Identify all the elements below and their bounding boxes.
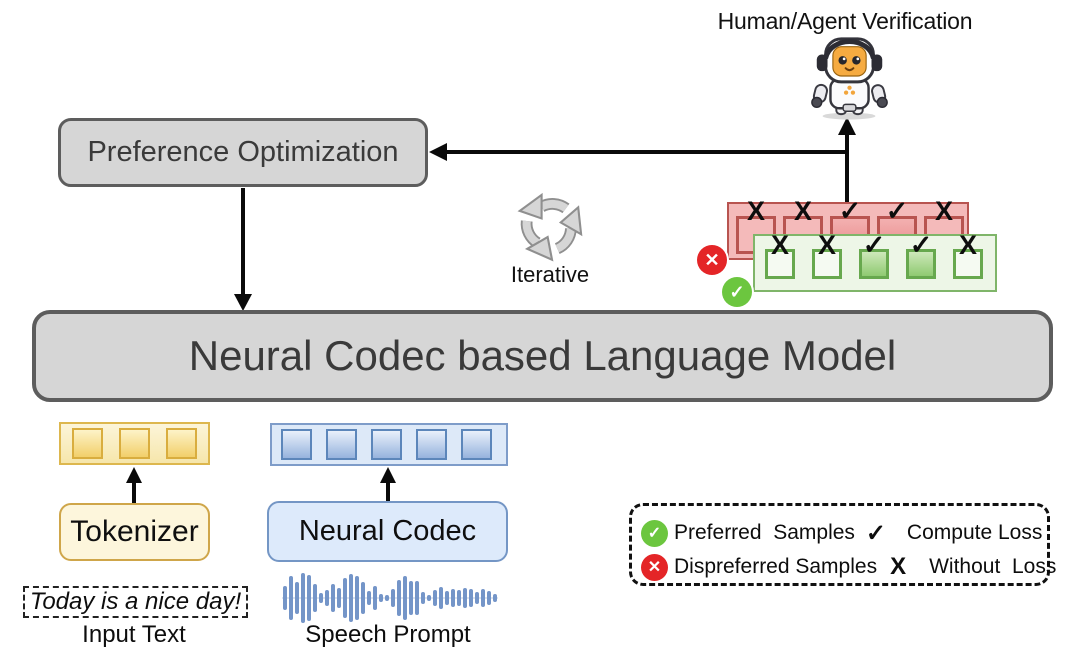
- language-model-box: Neural Codec based Language Model: [32, 310, 1053, 402]
- loss-mark: ✓: [862, 230, 886, 260]
- loss-mark: X: [817, 230, 836, 260]
- preference-optimization-label: Preference Optimization: [87, 136, 399, 168]
- neural-codec-label: Neural Codec: [298, 515, 477, 547]
- loss-mark: X: [746, 196, 765, 226]
- green-token: [765, 249, 795, 279]
- speech-token: [326, 429, 357, 460]
- legend-mark-label: Compute Loss: [906, 521, 1043, 544]
- iterative-label: Iterative: [510, 262, 590, 287]
- check-mark-icon: ✓: [865, 519, 886, 547]
- tokenizer-box: Tokenizer: [59, 503, 210, 561]
- iterative-cycle-icon: [506, 184, 594, 268]
- green-check-circle-icon: ✓: [641, 519, 668, 547]
- legend-label: Dispreferred Samples: [674, 555, 878, 578]
- green-token: [953, 249, 983, 279]
- legend-label: Preferred Samples: [674, 521, 855, 544]
- red-cross-circle-icon: ✕: [697, 245, 727, 275]
- verification-title: Human/Agent Verification: [717, 8, 973, 34]
- input-text-caption: Input Text: [82, 621, 186, 648]
- green-token-loss: [859, 249, 889, 279]
- text-token: [166, 428, 197, 459]
- speech-token: [371, 429, 402, 460]
- preferred-sample-strip: X X ✓ ✓ X: [753, 230, 997, 292]
- text-token-strip: [59, 422, 210, 465]
- text-token: [72, 428, 103, 459]
- speech-token: [461, 429, 492, 460]
- red-cross-circle-icon: ✕: [641, 553, 668, 581]
- speech-waveform-icon: [282, 572, 500, 624]
- green-token: [812, 249, 842, 279]
- loss-mark: ✓: [909, 230, 933, 260]
- loss-mark: ✓: [838, 196, 862, 226]
- input-text-value: Today is a nice day!: [29, 588, 242, 615]
- speech-token: [281, 429, 312, 460]
- cross-mark-icon: X: [890, 553, 907, 580]
- tokenizer-label: Tokenizer: [70, 515, 199, 548]
- loss-mark: X: [934, 196, 953, 226]
- speech-prompt-caption: Speech Prompt: [305, 621, 471, 648]
- loss-mark: X: [770, 230, 789, 260]
- legend-row-dispreferred: ✕ Dispreferred Samples X Without Loss: [641, 553, 1056, 581]
- neural-codec-box: Neural Codec: [267, 501, 508, 562]
- input-text-box: Today is a nice day!: [23, 586, 248, 618]
- legend-box: ✓ Preferred Samples ✓ Compute Loss ✕ Dis…: [629, 503, 1056, 586]
- preference-optimization-box: Preference Optimization: [58, 118, 428, 187]
- loss-mark: X: [958, 230, 977, 260]
- robot-astronaut-icon: [801, 34, 899, 120]
- language-model-label: Neural Codec based Language Model: [188, 332, 897, 379]
- loss-mark: X: [793, 196, 812, 226]
- green-token-loss: [906, 249, 936, 279]
- text-token: [119, 428, 150, 459]
- legend-mark-label: Without Loss: [929, 555, 1057, 578]
- green-check-circle-icon: ✓: [722, 277, 752, 307]
- speech-token-strip: [270, 423, 508, 466]
- legend-row-preferred: ✓ Preferred Samples ✓ Compute Loss: [641, 519, 1043, 547]
- loss-mark: ✓: [885, 196, 909, 226]
- speech-token: [416, 429, 447, 460]
